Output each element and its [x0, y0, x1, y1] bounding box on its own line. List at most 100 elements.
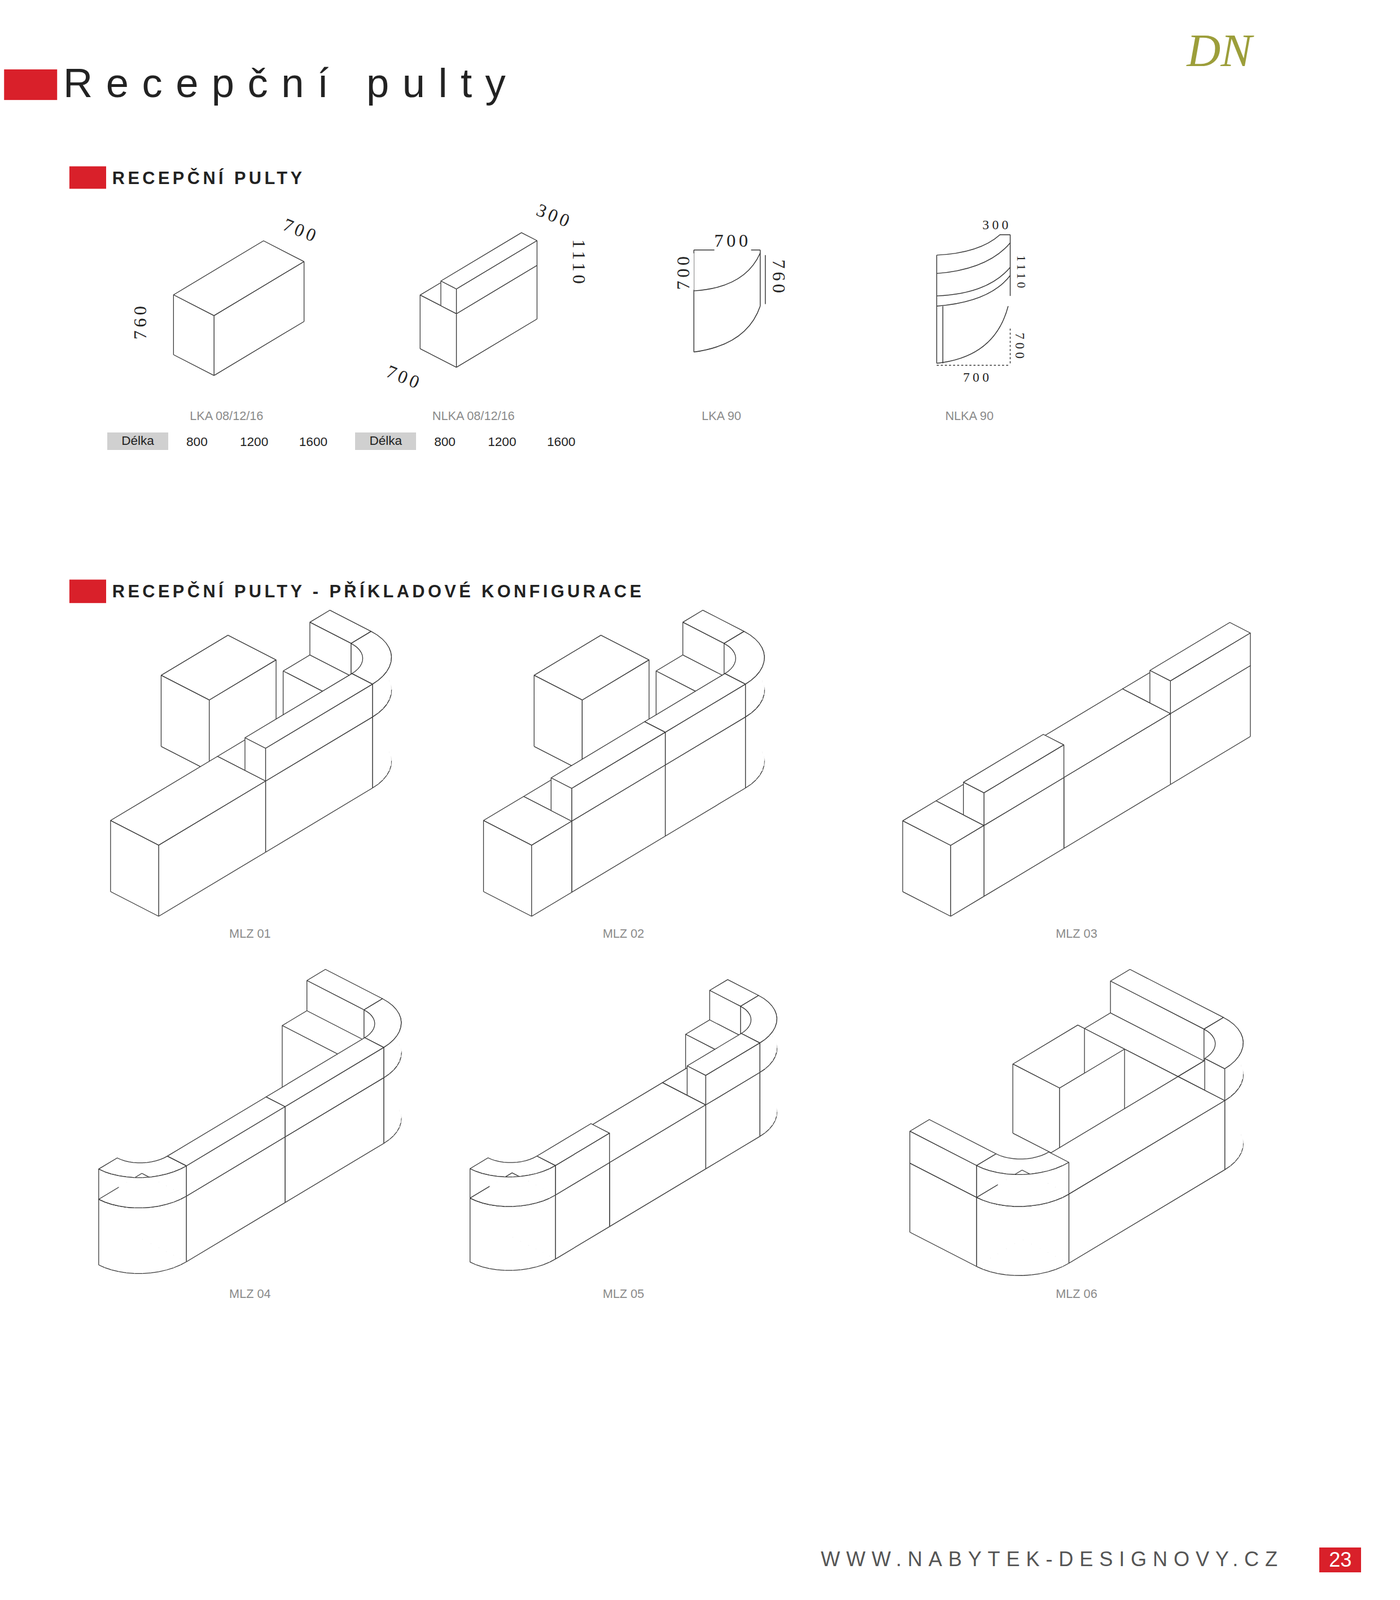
furniture-face	[769, 1031, 773, 1065]
face-fill	[759, 1068, 765, 1136]
face-fill	[173, 1169, 181, 1202]
face-fill	[1012, 1064, 1060, 1158]
furniture-face	[772, 1056, 776, 1126]
furniture-face	[110, 820, 159, 917]
face-edge	[543, 1197, 550, 1265]
furniture-face	[456, 240, 537, 314]
furniture-drawings	[98, 232, 1251, 1276]
face-edge	[389, 662, 392, 700]
furniture-face	[497, 1205, 506, 1271]
furniture-face	[513, 1176, 522, 1207]
face-edge	[372, 680, 379, 717]
face-fill	[775, 1052, 777, 1121]
face-fill	[180, 1165, 187, 1200]
face-edge	[470, 1197, 477, 1265]
furniture-face	[571, 732, 666, 821]
face-fill	[1238, 1083, 1242, 1158]
furniture-face	[1031, 1204, 1040, 1276]
furniture-face	[160, 675, 209, 772]
furniture-face	[543, 1168, 550, 1201]
face-edge	[762, 694, 765, 772]
face-edge	[983, 1200, 991, 1272]
face-edge	[745, 712, 752, 789]
dimension: 1110	[567, 239, 589, 287]
face-fill	[531, 821, 572, 917]
drawing-line	[1009, 234, 1011, 296]
furniture-face	[1014, 1174, 1023, 1206]
furniture-face	[1238, 1051, 1242, 1089]
face-fill	[528, 1202, 536, 1269]
face-fill	[1005, 1205, 1015, 1276]
furniture-drawing	[420, 232, 537, 368]
table-cell: 1200	[487, 434, 516, 450]
face-fill	[213, 261, 304, 376]
face-fill	[759, 666, 763, 704]
face-fill	[1238, 1051, 1242, 1089]
face-edge	[110, 820, 159, 917]
page-title: Recepční pulty	[63, 60, 519, 108]
brand-logo: DN	[1186, 24, 1252, 79]
face-fill	[186, 1106, 286, 1196]
face-edge	[383, 1074, 389, 1144]
face-fill	[1230, 1060, 1235, 1097]
face-edge	[158, 1204, 167, 1272]
face-fill	[683, 622, 725, 677]
face-fill	[105, 1201, 112, 1270]
face-fill	[1225, 1064, 1231, 1101]
face-edge	[142, 1177, 151, 1209]
face-fill	[769, 1031, 773, 1065]
face-edge	[772, 1027, 776, 1062]
face-fill	[173, 294, 214, 376]
face-fill	[119, 1175, 128, 1208]
face-edge	[399, 1057, 402, 1128]
face-fill	[378, 676, 383, 713]
furniture-face	[745, 680, 752, 717]
face-edge	[378, 676, 383, 713]
face-edge	[482, 1202, 490, 1269]
drawing-line	[936, 275, 1010, 306]
face-fill	[1170, 632, 1251, 714]
configuration-code: MLZ 03	[1055, 926, 1098, 941]
furniture-face	[983, 744, 1065, 826]
configuration-code: MLZ 05	[602, 1287, 645, 1302]
face-edge	[535, 1171, 543, 1203]
furniture-face	[963, 782, 984, 826]
face-edge	[180, 1165, 187, 1200]
corner-desk-drawing	[693, 250, 766, 353]
furniture-face	[309, 622, 352, 677]
furniture-face	[990, 1202, 999, 1274]
furniture-face	[158, 1204, 167, 1272]
face-edge	[775, 1022, 777, 1057]
face-edge	[1062, 1162, 1069, 1198]
face-edge	[285, 1047, 384, 1137]
face-edge	[186, 1106, 286, 1196]
face-fill	[126, 1177, 135, 1209]
face-edge	[1022, 1173, 1032, 1206]
face-fill	[1068, 1100, 1225, 1263]
face-fill	[555, 1132, 610, 1196]
furniture-drawing	[483, 610, 765, 917]
face-fill	[166, 1171, 174, 1205]
furniture-face	[521, 1204, 529, 1270]
face-edge	[555, 1132, 610, 1196]
face-fill	[372, 712, 379, 789]
face-fill	[549, 1165, 555, 1199]
face-fill	[160, 675, 209, 772]
face-fill	[535, 1171, 543, 1203]
face-fill	[158, 780, 266, 917]
face-fill	[440, 281, 457, 314]
product-code: NLKA 08/12/16	[432, 409, 515, 424]
furniture-face	[1047, 1200, 1056, 1272]
face-edge	[1241, 1047, 1244, 1084]
face-edge	[126, 1177, 135, 1209]
face-edge	[309, 622, 352, 677]
face-fill	[389, 694, 392, 772]
face-fill	[1031, 1204, 1040, 1276]
furniture-face	[998, 1172, 1006, 1206]
furniture-drawing	[910, 969, 1244, 1276]
face-edge	[213, 261, 304, 376]
face-edge	[534, 675, 583, 772]
face-fill	[505, 1206, 514, 1271]
drawing-line	[693, 305, 760, 352]
face-edge	[119, 1175, 128, 1208]
